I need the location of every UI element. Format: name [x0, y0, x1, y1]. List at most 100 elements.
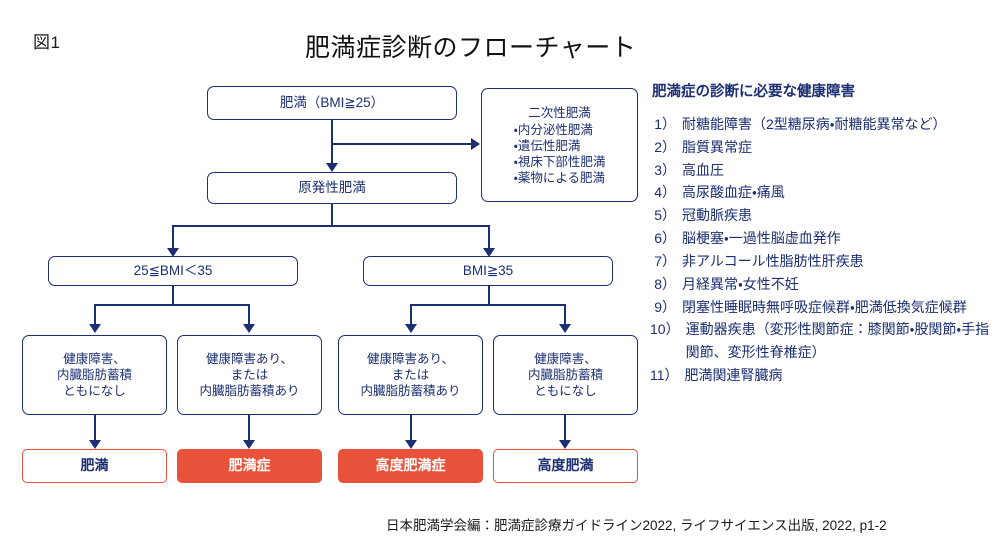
arrow-primary-to-bmi-right: [482, 248, 495, 257]
connector-criteria-3-to-result: [410, 415, 413, 442]
flow-box-bmi-35: BMI≧35: [363, 256, 613, 286]
flow-box-criteria-4: 健康障害、 内臓脂肪蓄積 ともになし: [493, 335, 638, 415]
flow-box-root: 肥満（BMI≧25）: [207, 86, 457, 120]
list-item-number: 6）: [654, 230, 676, 247]
list-item-text: 耐糖能障害（2型糖尿病・耐糖能異常など）: [682, 116, 947, 132]
arrow-root-to-primary: [325, 163, 338, 172]
connector-bmi-right-drop-a: [410, 303, 413, 327]
result-severe-obesity-disease-label: 高度肥満症: [375, 457, 446, 474]
list-item-text: 肥満関連腎臓病: [684, 366, 783, 383]
list-item-text: 高尿酸血症・痛風: [682, 184, 785, 201]
list-item-number: 8）: [654, 275, 676, 292]
list-item-number: 10）: [650, 321, 680, 338]
flow-box-primary-obesity-label: 原発性肥満: [298, 180, 366, 196]
list-item-number: 9）: [654, 298, 676, 315]
flow-box-bmi-25-35: 25≦BMI＜35: [48, 256, 298, 286]
connector-primary-split: [172, 224, 490, 227]
arrow-criteria-1-to-result: [88, 440, 101, 449]
list-item: 2） 脂質異常症: [650, 136, 998, 159]
list-item: 9） 閉塞性睡眠時無呼吸症候群・肥満低換気症候群: [650, 296, 998, 319]
flow-box-criteria-1: 健康障害、 内臓脂肪蓄積 ともになし: [22, 335, 167, 415]
connector-criteria-1-to-result: [94, 415, 97, 442]
secondary-obesity-heading: 二次性肥満: [528, 105, 591, 120]
arrow-criteria-2-to-result: [242, 440, 255, 449]
connector-criteria-2-to-result: [248, 415, 251, 442]
criteria-4-line: ともになし: [534, 384, 597, 398]
list-item: 7） 非アルコール性脂肪性肝疾患: [650, 250, 998, 273]
panel-title: 肥満症の診断に必要な健康障害: [652, 84, 855, 100]
result-severe-obesity-label: 高度肥満: [537, 457, 594, 474]
arrow-bmi-left-to-criteria-2: [242, 324, 255, 333]
flow-box-result-severe-obesity-disease: 高度肥満症: [338, 449, 483, 483]
flow-box-bmi-35-label: BMI≧35: [462, 263, 514, 279]
arrow-bmi-right-to-criteria-3: [404, 324, 417, 333]
criteria-2-line: 健康障害あり、: [205, 352, 293, 366]
connector-primary-stem: [330, 204, 334, 226]
list-item-number: 3）: [654, 161, 676, 178]
connector-bmi-left-drop-a: [94, 303, 97, 327]
list-item-text: 冠動脈疾患: [682, 207, 752, 224]
list-item: 6） 脳梗塞・一過性脳虚血発作: [650, 227, 998, 250]
figure-label: 図1: [33, 33, 61, 52]
result-obesity-disease-label: 肥満症: [228, 457, 271, 474]
list-item-text: 高血圧: [682, 161, 724, 178]
list-item: 3） 高血圧: [650, 159, 998, 182]
list-item-number: 2）: [654, 138, 676, 155]
citation: 日本肥満学会編：肥満症診療ガイドライン2022, ライフサイエンス出版, 202…: [386, 518, 887, 533]
list-item-number: 11）: [650, 366, 679, 383]
result-obesity-label: 肥満: [80, 457, 109, 474]
list-item-number: 4）: [654, 184, 676, 201]
flow-box-primary-obesity: 原発性肥満: [207, 172, 457, 204]
list-item: 1） 耐糖能障害（2型糖尿病・耐糖能異常など）: [650, 113, 998, 136]
list-item-text: 非アルコール性脂肪性肝疾患: [682, 252, 864, 269]
criteria-1-line: 内臓脂肪蓄積: [56, 368, 132, 382]
flow-box-root-label: 肥満（BMI≧25）: [279, 95, 385, 111]
secondary-obesity-item: ・視床下部性肥満: [513, 154, 606, 169]
list-item-text: 月経異常・女性不妊: [682, 275, 799, 292]
connector-bmi-right-split: [410, 303, 566, 306]
flow-box-secondary-obesity: 二次性肥満 ・内分泌性肥満 ・遺伝性肥満 ・視床下部性肥満 ・薬物による肥満: [481, 88, 638, 202]
list-item-text: 閉塞性睡眠時無呼吸症候群・肥満低換気症候群: [682, 298, 967, 315]
criteria-4-line: 健康障害、: [534, 352, 597, 366]
connector-bmi-left-split: [94, 303, 250, 306]
connector-bmi-right-drop-b: [564, 303, 567, 327]
secondary-obesity-item: ・内分泌性肥満: [513, 122, 593, 137]
secondary-obesity-item: ・薬物による肥満: [513, 170, 605, 185]
criteria-4-line: 内臓脂肪蓄積: [527, 368, 603, 382]
criteria-1-line: 健康障害、: [63, 352, 126, 366]
secondary-obesity-item: ・遺伝性肥満: [513, 138, 581, 153]
page-title: 肥満症診断のフローチャート: [305, 34, 637, 62]
arrow-root-to-secondary: [471, 137, 480, 150]
flow-box-result-obesity-disease: 肥満症: [177, 449, 322, 483]
flow-box-bmi-25-35-label: 25≦BMI＜35: [133, 263, 213, 279]
list-item-text: 脂質異常症: [682, 138, 752, 155]
list-item: 4） 高尿酸血症・痛風: [650, 181, 998, 204]
criteria-3-line: 健康障害あり、: [366, 352, 454, 366]
connector-primary-right-drop: [488, 224, 491, 251]
list-item: 5） 冠動脈疾患: [650, 204, 998, 227]
flow-box-criteria-2: 健康障害あり、 または 内臓脂肪蓄積あり: [177, 335, 322, 415]
list-item: 11） 肥満関連腎臓病: [650, 364, 998, 387]
arrow-bmi-right-to-criteria-4: [558, 324, 571, 333]
criteria-2-line: 内臓脂肪蓄積あり: [199, 384, 300, 398]
list-item-text: 脳梗塞・一過性脳虚血発作: [682, 230, 841, 247]
connector-criteria-4-to-result: [564, 415, 567, 442]
flow-box-result-severe-obesity: 高度肥満: [493, 449, 638, 483]
criteria-1-line: ともになし: [63, 384, 126, 398]
criteria-2-line: または: [230, 368, 269, 382]
list-item-number: 7）: [654, 252, 676, 269]
list-item: 10） 運動器疾患（変形性関節症：膝関節・股関節・手指関節、変形性脊椎症）: [650, 318, 998, 364]
connector-root-to-secondary: [330, 143, 473, 146]
arrow-criteria-4-to-result: [558, 440, 571, 449]
connector-primary-left-drop: [172, 224, 175, 251]
flow-box-result-obesity: 肥満: [22, 449, 167, 483]
connector-bmi-left-stem: [172, 286, 175, 305]
arrow-bmi-left-to-criteria-1: [88, 324, 101, 333]
connector-bmi-left-drop-b: [248, 303, 251, 327]
criteria-3-line: 内臓脂肪蓄積あり: [360, 384, 461, 398]
flow-box-criteria-3: 健康障害あり、 または 内臓脂肪蓄積あり: [338, 335, 483, 415]
arrow-criteria-3-to-result: [404, 440, 417, 449]
arrow-primary-to-bmi-left: [166, 248, 179, 257]
list-item-number: 5）: [654, 207, 676, 224]
